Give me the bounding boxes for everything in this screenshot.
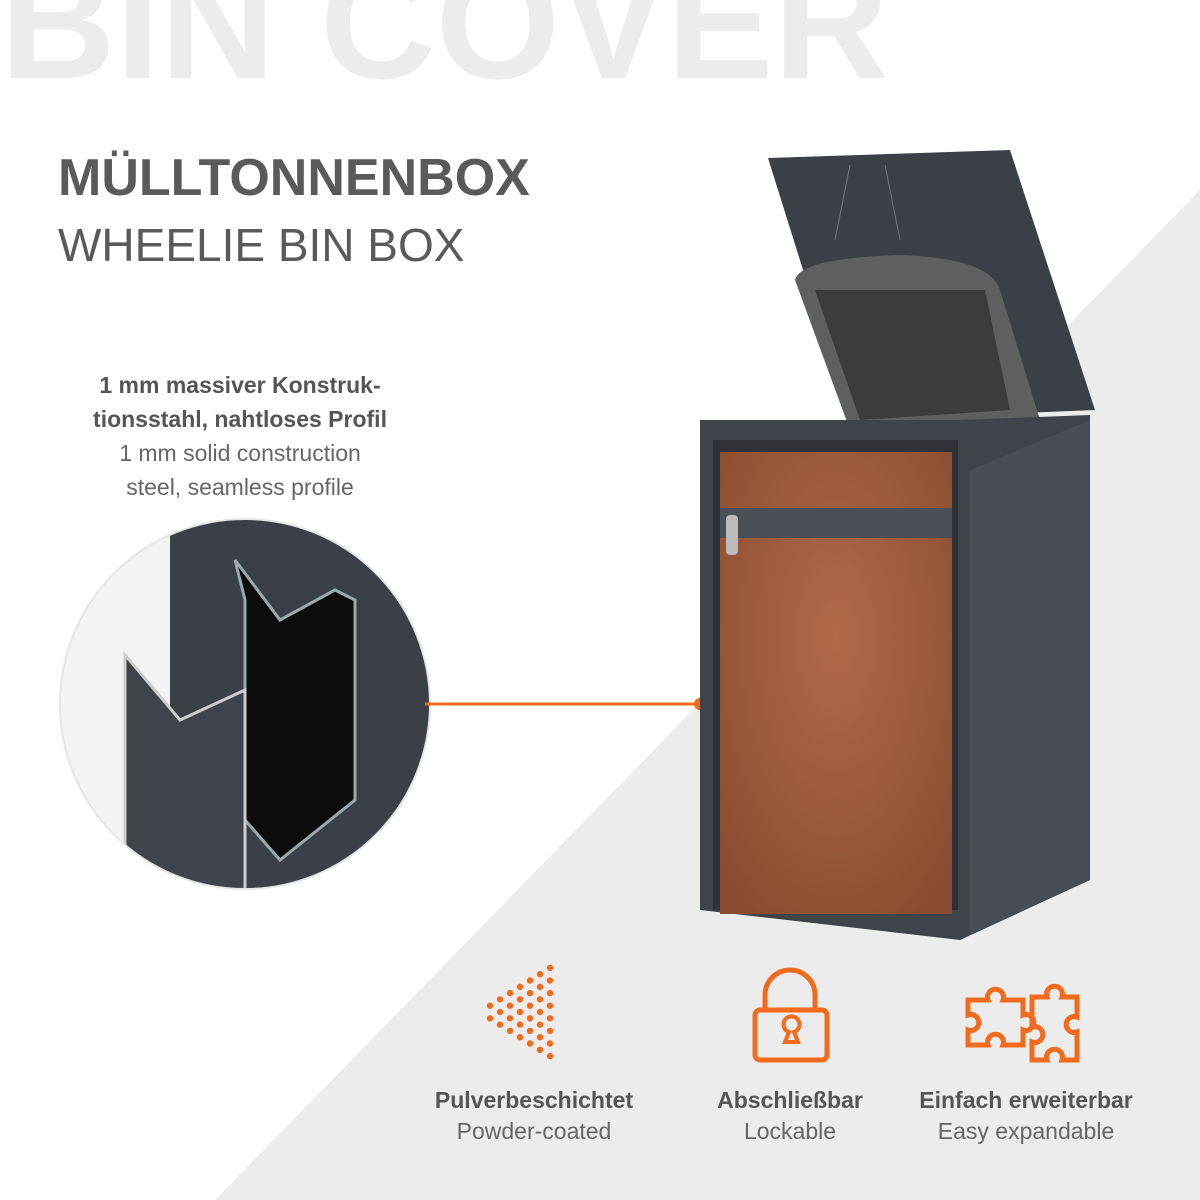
spec-en-line1: 1 mm solid construction [119, 440, 361, 466]
feature-title: Abschließbar [717, 1087, 863, 1113]
spray-dot [506, 989, 514, 997]
spray-dot [546, 1027, 554, 1035]
spray-dot [536, 1021, 544, 1028]
feature-subtitle: Easy expandable [937, 1118, 1115, 1144]
puzzle-icon [965, 983, 1080, 1063]
spray-dot [526, 1040, 534, 1047]
spray-dot [526, 1015, 534, 1022]
spray-dot [496, 1008, 504, 1016]
feature-title: Pulverbeschichtet [434, 1087, 634, 1113]
feature-subtitle: Lockable [743, 1118, 837, 1144]
watermark-text: BIN COVER [0, 0, 889, 112]
spray-dot [546, 977, 554, 984]
spray-dot [496, 996, 504, 1003]
spray-dot [496, 1021, 504, 1028]
spray-dot [486, 1015, 494, 1022]
spray-dot [506, 1002, 514, 1009]
spec-de-line2: tionsstahl, nahtloses Profil [93, 406, 387, 432]
bin-box [700, 150, 1095, 940]
spray-dot [526, 1027, 534, 1035]
spray-dot [486, 1002, 494, 1009]
spray-dot [536, 983, 544, 990]
feature-expandable: Einfach erweiterbar Easy expandable [901, 1085, 1151, 1147]
spray-dot [516, 1008, 524, 1016]
spray-dot [506, 1015, 514, 1022]
spray-dot [516, 1021, 524, 1028]
spray-dot [546, 964, 554, 972]
spray-dot [546, 1015, 554, 1022]
spray-dots-icon [486, 964, 554, 1060]
spray-dot [516, 1034, 524, 1041]
spray-dot [536, 1008, 544, 1016]
feature-subtitle: Powder-coated [456, 1118, 612, 1144]
feature-lockable: Abschließbar Lockable [665, 1085, 915, 1147]
page-title: MÜLLTONNENBOX [58, 149, 530, 207]
spray-dot [536, 1034, 544, 1041]
spray-dot [546, 1052, 554, 1060]
spec-de-line1: 1 mm massiver Konstruk- [99, 372, 381, 398]
lock-handle [726, 515, 738, 555]
feature-powder-coated: Pulverbeschichtet Powder-coated [409, 1085, 659, 1147]
spray-dot [536, 1046, 544, 1054]
spray-dot [536, 971, 544, 978]
spray-dot [546, 1002, 554, 1009]
spray-dot [526, 989, 534, 997]
spray-dot [546, 989, 554, 997]
page-subtitle: WHEELIE BIN BOX [58, 219, 465, 271]
padlock-icon [752, 967, 830, 1063]
feature-title: Einfach erweiterbar [919, 1087, 1133, 1113]
spray-dot [516, 996, 524, 1003]
spray-dot [536, 996, 544, 1003]
spray-dot [546, 1040, 554, 1047]
profile-detail-magnifier [60, 519, 430, 889]
spray-dot [516, 983, 524, 990]
spray-dot [506, 1027, 514, 1035]
spray-dot [526, 977, 534, 984]
spec-callout: 1 mm massiver Konstruk- tionsstahl, naht… [40, 368, 440, 504]
spec-en-line2: steel, seamless profile [126, 474, 354, 500]
spray-dot [526, 1002, 534, 1009]
